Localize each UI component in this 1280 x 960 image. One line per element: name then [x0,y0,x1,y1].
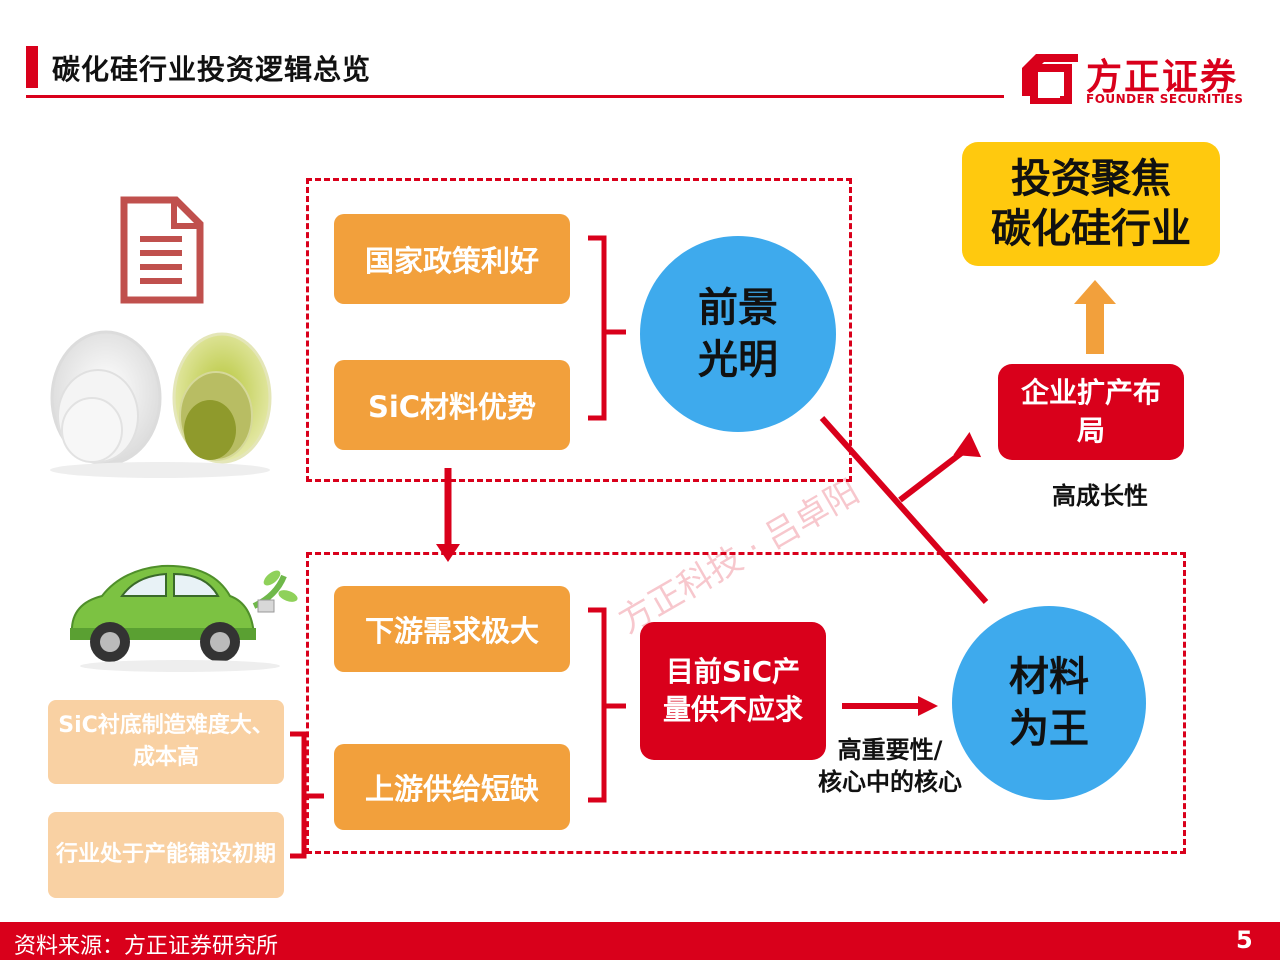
material-line1: 材料 [1009,654,1089,700]
diagonal-line [819,416,989,604]
material-king-circle: 材料 为王 [952,606,1146,800]
policy-box: 国家政策利好 [334,214,570,304]
prospect-circle: 前景 光明 [640,236,836,432]
material-line2: 为王 [1009,706,1089,752]
supply-bracket [588,607,607,803]
capacity-early-box: 行业处于产能铺设初期 [48,812,284,898]
prospect-group-box [306,178,852,482]
supply-gap-box: 目前SiC产量供不应求 [640,622,826,760]
logo-chinese-name: 方正证券 [1086,57,1239,98]
upstream-shortage-box: 上游供给短缺 [334,744,570,830]
page-number: 5 [1236,926,1253,954]
expansion-arrow [898,445,970,503]
importance-line1: 高重要性/ [837,736,943,764]
founder-logo-icon [1022,54,1078,104]
material-advantage-box: SiC材料优势 [334,360,570,450]
source-note: 资料来源：方正证券研究所 [14,934,279,959]
document-icon [120,196,204,304]
investment-focus-box: 投资聚焦 碳化硅行业 [962,142,1220,266]
importance-label: 高重要性/ 核心中的核心 [800,734,980,798]
prospect-line1: 前景 [698,285,778,331]
prospect-bracket [588,235,607,421]
investment-focus-line2: 碳化硅行业 [991,206,1191,252]
electric-car-image [70,564,298,672]
logo-english-name: FOUNDER SECURITIES [1086,92,1244,106]
prospect-line2: 光明 [698,337,778,383]
upstream-bracket [290,731,307,859]
importance-line2: 核心中的核心 [818,768,962,796]
expansion-box: 企业扩产布局 [998,364,1184,460]
material-group-box [306,552,1186,854]
footer-bar [0,922,1280,960]
substrate-difficulty-box: SiC衬底制造难度大、成本高 [48,700,284,784]
sic-wafer-image [50,330,272,478]
up-arrow [1086,302,1104,354]
downstream-demand-box: 下游需求极大 [334,586,570,672]
investment-focus-line1: 投资聚焦 [1011,156,1171,202]
page-title: 碳化硅行业投资逻辑总览 [52,53,372,86]
title-divider [26,95,1004,98]
high-growth-label: 高成长性 [1052,482,1148,510]
title-accent-bar [26,46,38,88]
